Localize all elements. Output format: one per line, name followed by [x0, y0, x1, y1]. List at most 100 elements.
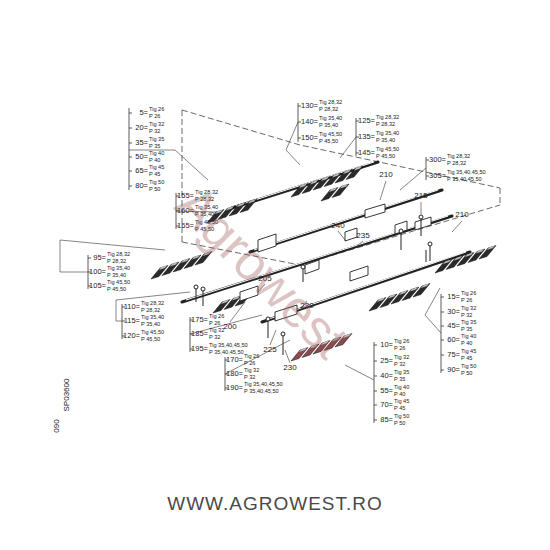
- callout-number: 65=: [135, 167, 148, 175]
- size-spec: P 32: [461, 313, 472, 319]
- guard-finger: [332, 184, 349, 198]
- size-spec: P 40: [394, 392, 405, 398]
- size-spec: Tig 40: [461, 334, 476, 340]
- guard-finger-top: [487, 246, 495, 251]
- leader-lines: [60, 122, 441, 380]
- guard-finger-top: [159, 266, 167, 271]
- brackets-parts: [240, 204, 431, 321]
- callout-number: 175=: [191, 316, 208, 324]
- size-spec: Tig 50: [149, 180, 164, 186]
- part-number: 225: [263, 346, 276, 354]
- size-spec: Tig 32: [149, 122, 164, 128]
- size-spec: Tig 40: [149, 151, 164, 157]
- callout-number: 195=: [191, 345, 208, 353]
- callout-number: 150=: [301, 134, 318, 142]
- callout-number: 90=: [447, 366, 460, 374]
- size-spec: Tig 45,50: [141, 330, 164, 336]
- size-spec: Tig 26: [209, 314, 224, 320]
- size-spec: P 32: [149, 129, 160, 135]
- part-number: 240: [331, 222, 344, 230]
- guard-finger-top: [332, 173, 340, 178]
- callout-number: 15=: [447, 293, 460, 301]
- size-spec: Tig 28,32: [447, 154, 470, 160]
- size-spec: Tig 26: [461, 291, 476, 297]
- size-spec: Tig 45,50: [319, 132, 342, 138]
- part-number: 200: [223, 323, 236, 331]
- callout-number: 45=: [447, 322, 460, 330]
- size-spec: P 35,40: [141, 322, 160, 328]
- size-spec: P 26: [394, 346, 405, 352]
- size-spec: P 35,40: [319, 123, 338, 129]
- guard-finger-top: [226, 206, 234, 211]
- size-spec: Tig 40: [394, 385, 409, 391]
- size-spec: Tig 45,50: [195, 220, 218, 226]
- part-number: 215: [414, 192, 427, 200]
- size-spec: Tig 50: [461, 364, 476, 370]
- guard-finger: [240, 199, 257, 213]
- part-number: 210: [379, 171, 392, 179]
- guard-finger-top: [332, 337, 340, 342]
- size-spec: P 45,50: [319, 139, 338, 145]
- callout-number: 130=: [301, 102, 318, 110]
- guard-finger-top: [343, 170, 351, 175]
- size-spec: P 35: [394, 377, 405, 383]
- callout-number: 70=: [380, 401, 393, 409]
- drawing-code: 090: [53, 419, 61, 432]
- callout-number: 20=: [135, 124, 148, 132]
- size-spec: P 32: [394, 362, 405, 368]
- guard-finger: [335, 334, 352, 348]
- size-spec: P 28,32: [447, 161, 466, 167]
- size-spec: P 28,32: [319, 107, 338, 113]
- size-spec: Tig 26: [149, 107, 164, 113]
- size-spec: Tig 35,40: [195, 205, 218, 211]
- size-spec: Tig 28,32: [319, 100, 342, 106]
- guard-finger: [413, 284, 430, 298]
- callout-number: 300=: [429, 156, 446, 164]
- size-spec: Tig 35,40: [107, 266, 130, 272]
- callout-number: 25=: [380, 357, 393, 365]
- size-spec: P 26: [209, 321, 220, 327]
- bars: [182, 162, 470, 322]
- guard-finger-top: [215, 210, 223, 215]
- guard-finger-top: [192, 255, 200, 260]
- size-spec: P 28,32: [376, 122, 395, 128]
- size-spec: P 28,32: [107, 259, 126, 265]
- size-spec: Tig 45: [149, 165, 164, 171]
- size-spec: Tig 35,40,45,50: [244, 382, 283, 388]
- callout-number: 115=: [124, 317, 140, 325]
- size-spec: Tig 50: [394, 414, 409, 420]
- size-spec: P 45: [394, 406, 405, 412]
- callout-number: 165=: [177, 222, 194, 230]
- size-spec: Tig 35: [461, 320, 476, 326]
- guard-finger-top: [170, 262, 178, 267]
- size-spec: P 26: [244, 361, 255, 367]
- callout-number: 85=: [380, 416, 393, 424]
- size-spec: P 35,40: [195, 212, 214, 218]
- size-spec: P 50: [149, 187, 160, 193]
- guard-finger-top: [329, 188, 337, 193]
- bar-highlights: [186, 162, 466, 320]
- guard-finger-top: [421, 284, 429, 289]
- size-spec: P 35: [149, 144, 160, 150]
- callout-number: 155=: [177, 192, 194, 200]
- callout-number: 5=: [139, 109, 148, 117]
- callout-number: 40=: [380, 372, 393, 380]
- guard-finger-top: [377, 298, 385, 303]
- knife-guards: [151, 166, 496, 361]
- size-spec: P 35: [461, 327, 472, 333]
- guard-finger-top: [237, 203, 245, 208]
- callout-number: 95=: [93, 254, 106, 262]
- size-spec: Tig 45,50: [107, 280, 130, 286]
- size-spec: P 28,32: [195, 197, 214, 203]
- size-spec: P 50: [394, 421, 405, 427]
- size-spec: Tig 26: [244, 354, 259, 360]
- size-spec: Tig 35,40,45,50: [209, 343, 248, 349]
- callout-number: 120=: [123, 332, 140, 340]
- size-spec: P 35,40: [376, 138, 395, 144]
- guard-finger-top: [443, 260, 451, 265]
- size-spec: Tig 32: [244, 368, 259, 374]
- size-spec: P 32: [244, 375, 255, 381]
- guard-finger: [195, 252, 212, 266]
- size-spec: P 45,50: [376, 154, 395, 160]
- callout-number: 80=: [135, 182, 148, 190]
